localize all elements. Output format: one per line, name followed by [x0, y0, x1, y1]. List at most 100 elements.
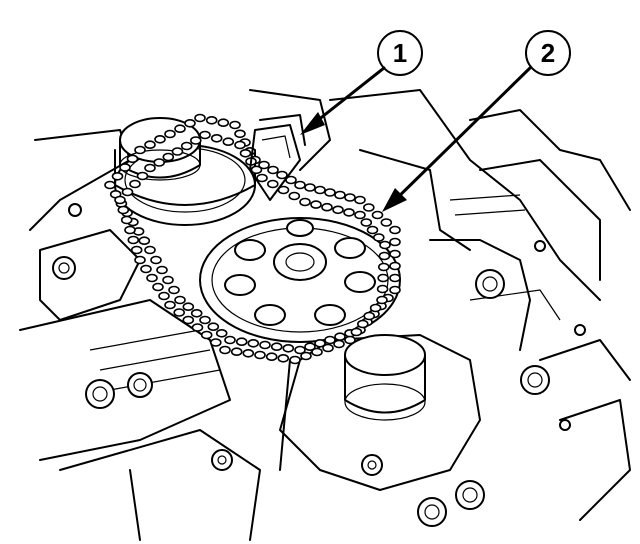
chain-link — [376, 295, 388, 305]
chain-link — [379, 240, 391, 250]
chain-link — [152, 282, 164, 292]
chain-link — [234, 140, 246, 150]
chain-link — [222, 137, 235, 146]
chain-link — [153, 158, 165, 167]
chain-link — [162, 152, 175, 162]
chain-link — [363, 311, 376, 321]
chain-link — [254, 350, 266, 360]
chain-link — [164, 129, 176, 139]
callout-2-label: 2 — [541, 38, 555, 68]
chain-link — [354, 210, 366, 220]
chain-link — [324, 335, 336, 345]
chain-link — [230, 347, 243, 357]
tensioner-housing — [279, 334, 481, 491]
chain-link — [294, 180, 306, 190]
chain-link — [389, 261, 401, 271]
chain-link — [117, 205, 130, 215]
chain-link — [372, 233, 385, 242]
camshaft-sprocket — [114, 117, 256, 226]
chain-link — [333, 339, 345, 349]
chain-link — [215, 328, 228, 338]
chain-link — [299, 197, 311, 207]
chain-link — [282, 343, 295, 353]
chain-link — [119, 163, 131, 172]
chain-link — [376, 284, 389, 294]
callout-2-arrowhead — [382, 188, 407, 212]
chain-link — [156, 265, 168, 275]
chain-link — [304, 183, 316, 192]
chain-link — [314, 185, 326, 195]
chain-link — [235, 337, 248, 347]
chain-link — [378, 251, 391, 261]
chain-link — [121, 187, 134, 197]
bolt — [574, 324, 586, 336]
chain-link — [242, 348, 255, 358]
bolt — [68, 203, 82, 217]
callout-1: 1 — [300, 30, 423, 135]
chain-link — [180, 141, 193, 151]
callout-1-label: 1 — [393, 38, 407, 68]
chain-link — [300, 351, 312, 361]
chain-link — [174, 124, 186, 133]
chain-link — [288, 191, 301, 201]
chain-link — [344, 335, 356, 345]
bolt — [127, 372, 153, 398]
bolt — [85, 379, 115, 409]
chain-link — [256, 173, 268, 183]
chain-link — [184, 119, 196, 128]
chain-link — [265, 352, 278, 362]
chain-link — [138, 236, 151, 245]
chain-link — [129, 179, 141, 189]
chain-link — [356, 319, 369, 329]
chain-link — [294, 345, 306, 355]
chain-link — [389, 285, 401, 295]
chain-link — [334, 190, 346, 200]
chain-link — [199, 315, 211, 325]
chain-link — [162, 275, 174, 285]
chain-link — [354, 195, 366, 205]
timing-chain — [104, 113, 401, 365]
chain-link — [205, 116, 218, 125]
chain-link — [171, 147, 184, 156]
chain-link — [258, 160, 270, 170]
chain-link — [389, 225, 401, 235]
chain-link — [158, 291, 170, 301]
chain-link — [126, 154, 139, 164]
chain-link — [219, 345, 231, 355]
chain-link — [332, 205, 344, 215]
chain-link — [247, 338, 260, 348]
chain-link — [369, 303, 382, 313]
chain-link — [324, 188, 336, 197]
chain-link — [389, 273, 401, 283]
chain-link — [182, 302, 195, 312]
bolt — [559, 419, 571, 431]
chain-link — [104, 180, 116, 190]
chain-link — [322, 343, 334, 353]
chain-link — [266, 179, 279, 189]
chain-link — [134, 255, 146, 265]
chain-link — [224, 335, 236, 345]
chain-link — [120, 215, 133, 225]
bolt — [534, 240, 546, 252]
chain-link — [144, 163, 156, 173]
chain-link — [321, 202, 333, 212]
chain-link — [150, 255, 162, 265]
chain-link — [366, 225, 379, 235]
chain-link — [259, 340, 271, 350]
chain-link — [250, 165, 263, 175]
chain-link — [207, 322, 220, 332]
chain-link — [276, 170, 288, 180]
chain-link — [371, 210, 384, 220]
chain-link — [311, 347, 323, 357]
bolt — [417, 497, 447, 527]
chain-link — [124, 225, 136, 235]
chain-link — [111, 172, 124, 181]
bolt — [361, 454, 383, 476]
chain-link — [191, 323, 204, 332]
chain-link — [210, 134, 223, 143]
chain-link — [140, 264, 152, 274]
chain-link — [350, 327, 363, 337]
chain-link — [146, 273, 158, 283]
chain-link — [199, 130, 211, 140]
